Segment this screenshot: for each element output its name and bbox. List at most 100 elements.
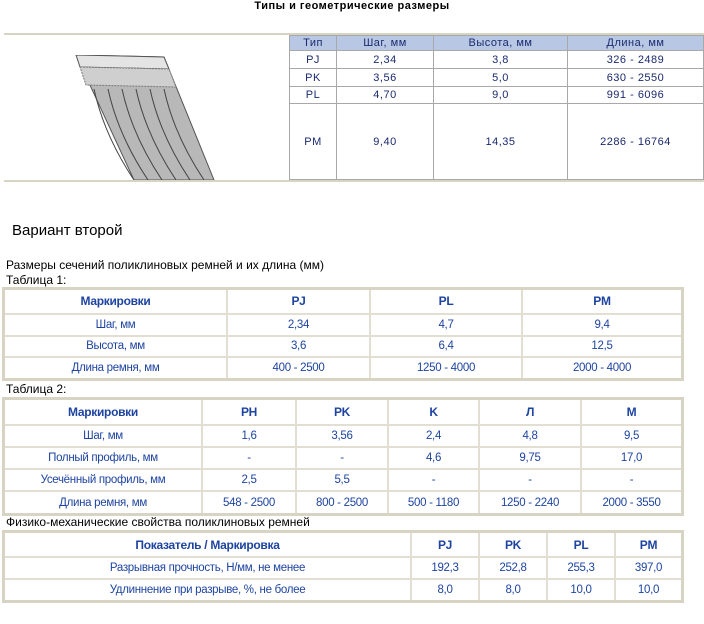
cell: PM bbox=[289, 103, 337, 180]
cell: PL bbox=[289, 86, 337, 104]
cell: 397,0 bbox=[614, 556, 684, 580]
cell: 2,34 bbox=[226, 312, 371, 337]
cell: Удлиннение при разрыве, %, не более bbox=[2, 577, 412, 603]
col-header: Л bbox=[478, 397, 582, 426]
cell: PK bbox=[289, 68, 337, 87]
cell: 2,34 bbox=[336, 50, 434, 69]
cell: 3,56 bbox=[336, 68, 434, 87]
page-title: Типы и геометрические размеры bbox=[254, 0, 450, 12]
cell: - bbox=[295, 445, 389, 471]
cell: Шаг, мм bbox=[2, 423, 203, 448]
cell: 991 - 6096 bbox=[567, 86, 704, 104]
cell: 9,40 bbox=[336, 103, 434, 180]
cell: 400 - 2500 bbox=[226, 356, 371, 381]
col-header: Шаг, мм bbox=[336, 35, 434, 51]
cell: PJ bbox=[289, 50, 337, 69]
cell: 192,3 bbox=[410, 556, 480, 580]
col-header: Длина, мм bbox=[567, 35, 704, 51]
cell: 9,0 bbox=[433, 86, 568, 104]
cell: 5,0 bbox=[433, 68, 568, 87]
cell: 4,8 bbox=[478, 423, 582, 448]
cell: Разрывная прочность, Н/мм, не менее bbox=[2, 556, 412, 580]
cell: 14,35 bbox=[433, 103, 568, 180]
col-header: PK bbox=[478, 530, 548, 559]
cell: - bbox=[387, 468, 480, 493]
cell: 500 - 1180 bbox=[387, 490, 480, 516]
cell: 548 - 2500 bbox=[201, 490, 297, 516]
cell: 2,5 bbox=[201, 468, 297, 493]
col-header: PL bbox=[369, 287, 523, 315]
cell: 4,6 bbox=[387, 445, 480, 471]
belt-image bbox=[75, 55, 215, 180]
cell: Полный профиль, мм bbox=[2, 445, 203, 471]
cell: 10,0 bbox=[546, 577, 616, 603]
col-header: Маркировки bbox=[2, 287, 228, 315]
cell: - bbox=[478, 468, 582, 493]
table3-label: Физико-механические свойства поликлиновы… bbox=[6, 515, 310, 529]
cell: 9,75 bbox=[478, 445, 582, 471]
col-header: PK bbox=[295, 397, 389, 426]
col-header: M bbox=[580, 397, 684, 426]
col-header: PJ bbox=[226, 287, 371, 315]
cell: 4,70 bbox=[336, 86, 434, 104]
cell: 800 - 2500 bbox=[295, 490, 389, 516]
col-header: Высота, мм bbox=[433, 35, 568, 51]
cell: 12,5 bbox=[521, 334, 684, 359]
col-header: Показатель / Маркировка bbox=[2, 530, 412, 559]
cell: 3,8 bbox=[433, 50, 568, 69]
cell: 1,6 bbox=[201, 423, 297, 448]
cell: 2000 - 4000 bbox=[521, 356, 684, 381]
col-header: Маркировки bbox=[2, 397, 203, 426]
cell: Высота, мм bbox=[2, 334, 228, 359]
cell: 3,56 bbox=[295, 423, 389, 448]
cell: 2286 - 16764 bbox=[567, 103, 704, 180]
col-header: PJ bbox=[410, 530, 480, 559]
table1-label: Таблица 1: bbox=[6, 273, 67, 287]
cell: 252,8 bbox=[478, 556, 548, 580]
cell: 3,6 bbox=[226, 334, 371, 359]
col-header: PH bbox=[201, 397, 297, 426]
cell: 8,0 bbox=[410, 577, 480, 603]
variant-heading: Вариант второй bbox=[12, 222, 123, 239]
col-header: Тип bbox=[289, 35, 337, 51]
col-header: PL bbox=[546, 530, 616, 559]
col-header: PM bbox=[614, 530, 684, 559]
cell: 255,3 bbox=[546, 556, 616, 580]
cell: 10,0 bbox=[614, 577, 684, 603]
cell: 4,7 bbox=[369, 312, 523, 337]
col-header: PM bbox=[521, 287, 684, 315]
cell: Длина ремня, мм bbox=[2, 490, 203, 516]
cell: 5,5 bbox=[295, 468, 389, 493]
table2-label: Таблица 2: bbox=[6, 382, 67, 396]
cell: 9,5 bbox=[580, 423, 684, 448]
cell: - bbox=[201, 445, 297, 471]
cell: 9,4 bbox=[521, 312, 684, 337]
cell: 1250 - 4000 bbox=[369, 356, 523, 381]
cell: Усечённый профиль, мм bbox=[2, 468, 203, 493]
cell: 2000 - 3550 bbox=[580, 490, 684, 516]
col-header: K bbox=[387, 397, 480, 426]
cell: - bbox=[580, 468, 684, 493]
cell: 326 - 2489 bbox=[567, 50, 704, 69]
cell: 2,4 bbox=[387, 423, 480, 448]
cell: 6,4 bbox=[369, 334, 523, 359]
cell: 1250 - 2240 bbox=[478, 490, 582, 516]
